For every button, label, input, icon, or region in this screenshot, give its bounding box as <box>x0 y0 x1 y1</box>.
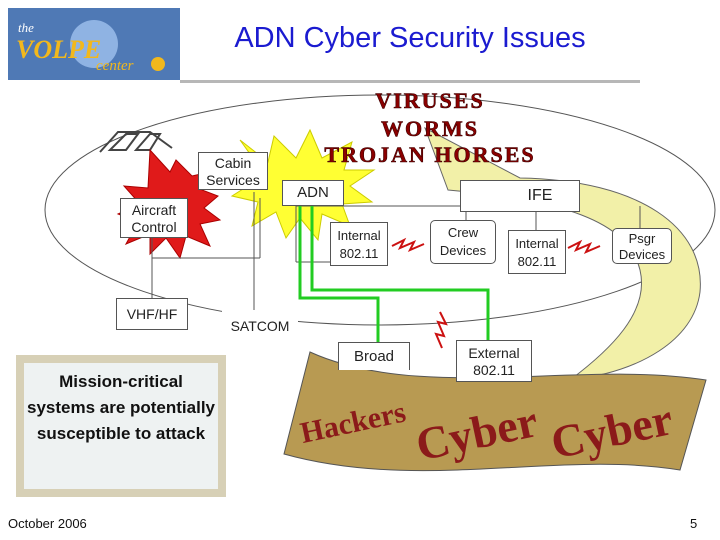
internal-80211-2-label: Internal 802.11 <box>515 236 559 269</box>
internal-80211-1-label: Internal 802.11 <box>337 228 381 261</box>
cabin-services-label: Cabin Services <box>206 155 260 188</box>
logo-center: center <box>96 58 134 74</box>
box-external-80211: External 802.11 <box>456 340 532 382</box>
box-crew-devices: Crew Devices <box>430 220 496 264</box>
box-vhf-hf: VHF/HF <box>116 298 188 330</box>
box-internal-80211-2: Internal 802.11 <box>508 230 566 274</box>
title-rule <box>180 80 640 83</box>
vhf-hf-label: VHF/HF <box>126 306 178 322</box>
logo-the: the <box>18 20 34 35</box>
threat-worms: WORMS <box>381 116 479 141</box>
external-80211-label: External 802.11 <box>468 345 520 378</box>
green-lines <box>298 206 490 342</box>
aircraft-tail <box>99 131 173 153</box>
network-ellipse <box>44 94 716 326</box>
ife-label: IFE <box>527 187 553 204</box>
box-internal-80211-1: Internal 802.11 <box>330 222 388 266</box>
footer-date: October 2006 <box>8 516 87 531</box>
box-broadband: Broad <box>338 342 410 370</box>
adn-label: ADN <box>297 184 329 201</box>
box-psgr-devices: Psgr Devices <box>612 228 672 264</box>
aircraft-control-label: Aircraft Control <box>131 202 177 235</box>
crew-devices-label: Crew Devices <box>439 225 487 258</box>
box-adn: ADN <box>282 180 344 206</box>
logo-volpe: VOLPE <box>16 35 101 64</box>
box-satcom: SATCOM <box>222 310 298 342</box>
box-aircraft-control: Aircraft Control <box>120 198 188 238</box>
volpe-logo: the VOLPE center <box>8 8 180 80</box>
cyber-banner <box>283 351 707 472</box>
slide-title: ADN Cyber Security Issues <box>234 22 586 54</box>
threat-viruses: VIRUSES <box>375 88 484 113</box>
satcom-label: SATCOM <box>230 318 290 334</box>
box-cabin-services: Cabin Services <box>198 152 268 190</box>
psgr-devices-label: Psgr Devices <box>618 231 666 262</box>
broadband-label: Broad <box>353 348 395 365</box>
mission-critical-callout: Mission-critical systems are potentially… <box>16 355 226 497</box>
wireless-links <box>391 237 601 349</box>
page-number: 5 <box>690 516 698 531</box>
threat-trojan-horses: TROJAN HORSES <box>324 142 535 167</box>
box-ife: IFE <box>460 180 580 212</box>
